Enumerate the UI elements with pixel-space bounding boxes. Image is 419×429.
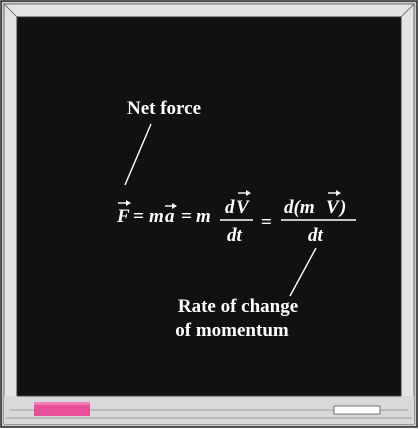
net-force-label: Net force <box>127 98 201 119</box>
fraction1-numerator-velocity: V <box>236 197 250 218</box>
mass-symbol-2: m <box>196 206 211 227</box>
rate-of-change-label-line1: Rate of change <box>178 296 298 317</box>
equals-sign-2: = <box>181 206 192 227</box>
rate-of-change-label-line2: of momentum <box>175 320 289 341</box>
fraction2-numerator-close: ) <box>338 197 346 218</box>
fraction2-numerator-open: d(m <box>284 197 315 218</box>
chalk-piece <box>334 406 380 414</box>
force-symbol: F <box>116 206 130 227</box>
mass-symbol-1: m <box>149 206 164 227</box>
fraction2-denominator: dt <box>308 225 324 246</box>
fraction2-numerator-velocity: V <box>326 197 340 218</box>
equals-sign-3: = <box>261 212 272 233</box>
fraction1-numerator-d: d <box>225 197 235 218</box>
fraction1-denominator: dt <box>227 225 243 246</box>
eraser <box>34 402 90 416</box>
equals-sign-1: = <box>133 206 144 227</box>
acceleration-symbol: a <box>165 206 175 227</box>
